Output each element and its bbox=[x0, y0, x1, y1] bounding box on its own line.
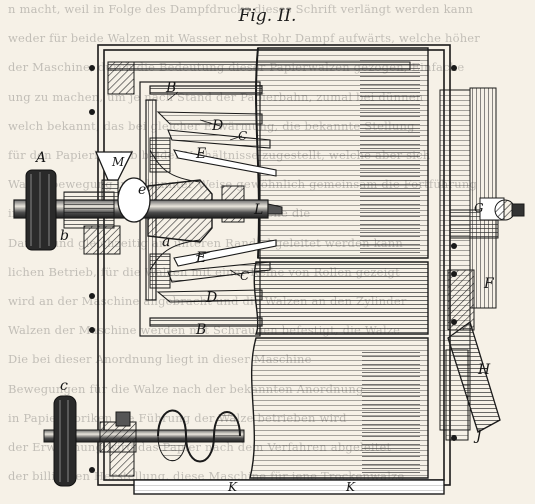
pulley-A bbox=[25, 169, 57, 251]
label-C-top: C bbox=[238, 129, 247, 143]
label-e: e bbox=[138, 182, 146, 198]
label-B-top: B bbox=[165, 80, 176, 96]
figure-title: Fig. II. bbox=[238, 6, 297, 26]
part-labels: A b M e a L B D C E E C D B c G F H J K … bbox=[34, 80, 495, 494]
pulley-c bbox=[53, 395, 77, 487]
label-M: M bbox=[111, 155, 125, 169]
label-J: J bbox=[473, 428, 483, 444]
label-E-top: E bbox=[195, 146, 206, 162]
discharge-chute bbox=[445, 320, 501, 441]
eccentric-e bbox=[117, 177, 151, 223]
spout-M bbox=[95, 151, 134, 201]
label-D-bottom: D bbox=[205, 290, 217, 306]
background-text-line: n macht, weil in Folge des Dampfdrucks d… bbox=[8, 2, 474, 16]
base-rail bbox=[133, 479, 445, 495]
label-L: L bbox=[253, 202, 263, 218]
background-text-line: Die bei dieser Anordnung liegt in dieser… bbox=[8, 352, 312, 367]
background-text-line: weder für beide Walzen mit Wasser nebst … bbox=[8, 31, 481, 46]
label-D-top: D bbox=[211, 118, 223, 134]
label-c: c bbox=[60, 378, 68, 394]
label-C-bottom: C bbox=[240, 269, 249, 283]
label-B-bottom: B bbox=[195, 322, 206, 338]
bolts bbox=[89, 65, 457, 473]
leader-lines bbox=[167, 91, 243, 277]
screw-conveyor bbox=[43, 409, 245, 463]
label-A: A bbox=[34, 150, 46, 166]
label-E-bottom: E bbox=[195, 250, 206, 266]
label-F: F bbox=[483, 276, 495, 292]
label-G: G bbox=[474, 201, 484, 215]
label-K-right: K bbox=[345, 480, 356, 494]
drum-cylinder bbox=[249, 47, 429, 479]
label-b: b bbox=[60, 228, 69, 244]
label-H: H bbox=[477, 362, 491, 378]
label-a: a bbox=[162, 234, 170, 250]
radial-fins bbox=[156, 111, 277, 303]
bearing-block-b bbox=[63, 191, 121, 255]
label-K-left: K bbox=[227, 480, 238, 494]
